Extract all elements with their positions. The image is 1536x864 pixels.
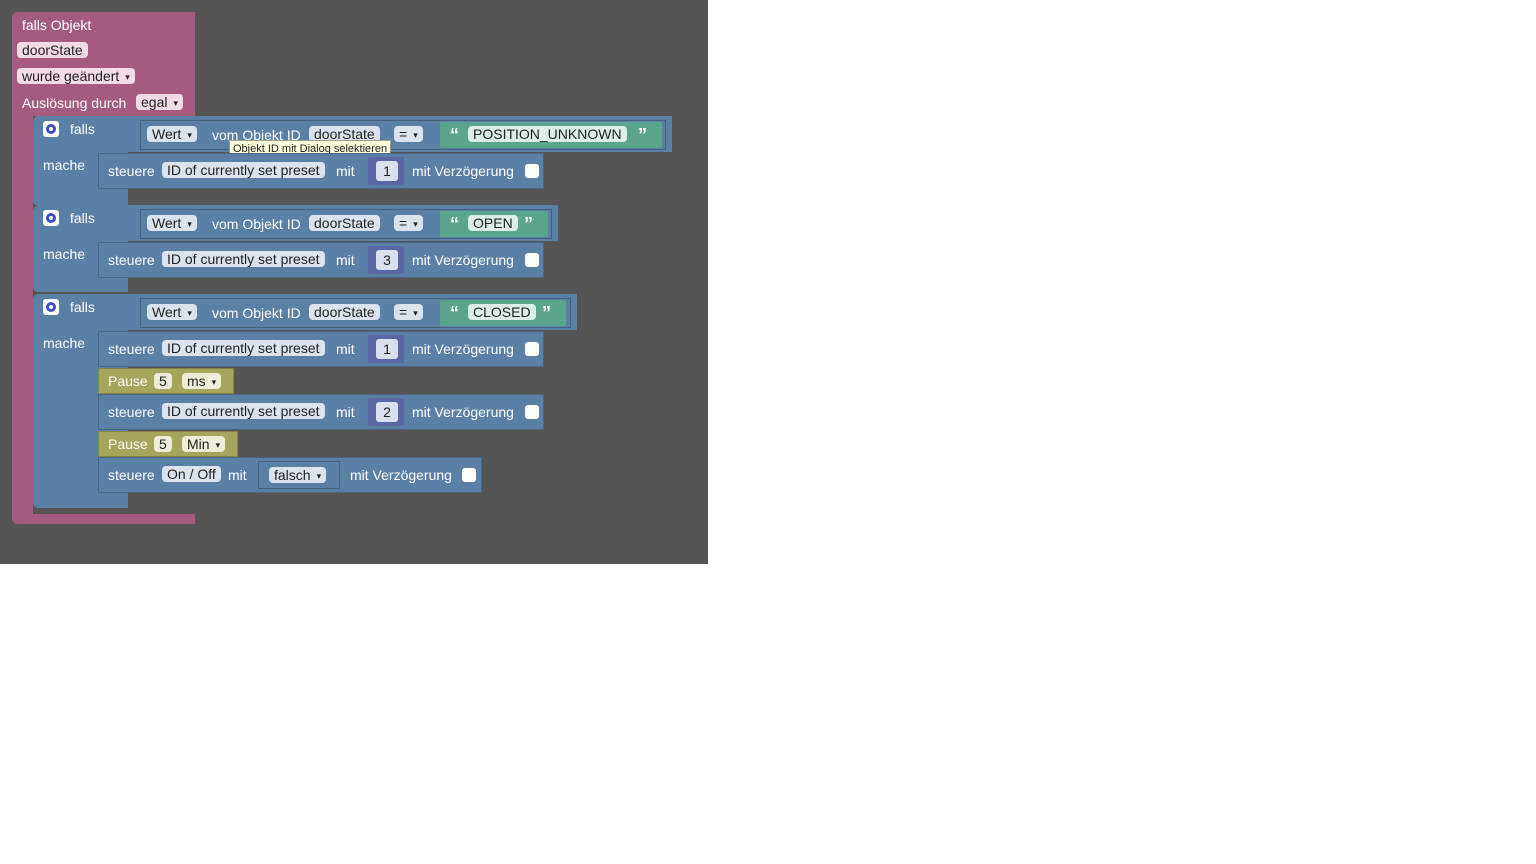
if-3-pause-2-label: Pause bbox=[108, 436, 148, 452]
if-1-action-1-mit: mit bbox=[336, 163, 355, 179]
if-3-action-3-boolean-dropdown[interactable]: falsch bbox=[269, 467, 327, 483]
if-2-close-quote-icon: ” bbox=[524, 214, 533, 234]
if-1-from-label: vom Objekt ID bbox=[212, 127, 301, 143]
if-3-action-3-target[interactable]: On / Off bbox=[162, 466, 221, 482]
if-3-action-2-mit: mit bbox=[336, 404, 355, 420]
if-2-open-quote-icon: “ bbox=[450, 214, 459, 234]
trigger-by-label: Auslösung durch bbox=[22, 95, 127, 111]
if-2-action-1-delay-label: mit Verzögerung bbox=[412, 252, 514, 268]
trigger-block-bottom bbox=[12, 514, 195, 524]
if-2-string-field[interactable]: OPEN bbox=[468, 215, 518, 231]
if-3-mache-label: mache bbox=[43, 335, 86, 351]
if-3-action-3-steuere: steuere bbox=[108, 467, 155, 483]
if-3-action-2-target[interactable]: ID of currently set preset bbox=[162, 403, 325, 419]
if-2-operator-dropdown[interactable]: = bbox=[394, 215, 423, 231]
if-2-from-label: vom Objekt ID bbox=[212, 216, 301, 232]
trigger-event-dropdown[interactable]: wurde geändert bbox=[17, 68, 135, 84]
if-3-close-quote-icon: ” bbox=[542, 303, 551, 323]
if-3-pause-1-unit-dropdown[interactable]: ms bbox=[182, 373, 222, 389]
if-1-action-1-steuere: steuere bbox=[108, 163, 155, 179]
if-3-operator-dropdown[interactable]: = bbox=[394, 304, 423, 320]
if-2-mache-label: mache bbox=[43, 246, 86, 262]
if-1-open-quote-icon: “ bbox=[450, 125, 459, 145]
if-3-open-quote-icon: “ bbox=[450, 303, 459, 323]
if-3-action-3-delay-checkbox[interactable] bbox=[462, 468, 476, 482]
if-3-action-1-target[interactable]: ID of currently set preset bbox=[162, 340, 325, 356]
if-2-object-field[interactable]: doorState bbox=[309, 215, 380, 231]
if-3-pause-2-unit-dropdown[interactable]: Min bbox=[182, 436, 226, 452]
if-3-action-1-delay-label: mit Verzögerung bbox=[412, 341, 514, 357]
if-1-falls-label: falls bbox=[70, 121, 95, 137]
if-3-compare-block[interactable] bbox=[140, 298, 571, 328]
if-1-string-field[interactable]: POSITION_UNKNOWN bbox=[468, 126, 627, 142]
if-3-action-3-delay-label: mit Verzögerung bbox=[350, 467, 452, 483]
if-3-action-2-delay-checkbox[interactable] bbox=[525, 405, 539, 419]
trigger-title: falls Objekt bbox=[22, 17, 92, 33]
if-1-action-1-number[interactable]: 1 bbox=[376, 161, 398, 181]
if-2-value-dropdown[interactable]: Wert bbox=[147, 215, 197, 231]
if-1-object-field[interactable]: doorState bbox=[309, 126, 380, 142]
if-1-action-1-delay-checkbox[interactable] bbox=[525, 164, 539, 178]
trigger-by-dropdown[interactable]: egal bbox=[136, 94, 183, 110]
if-2-action-1-mit: mit bbox=[336, 252, 355, 268]
if-2-falls-label: falls bbox=[70, 210, 95, 226]
if-3-action-1-mit: mit bbox=[336, 341, 355, 357]
if-3-falls-label: falls bbox=[70, 299, 95, 315]
if-2-action-1-number[interactable]: 3 bbox=[376, 250, 398, 270]
if-3-action-3-mit: mit bbox=[228, 467, 247, 483]
trigger-object-id-field[interactable]: doorState bbox=[17, 42, 88, 58]
if-3-value-dropdown[interactable]: Wert bbox=[147, 304, 197, 320]
if-3-pause-2-amount[interactable]: 5 bbox=[154, 436, 172, 452]
if-1-settings-gear-icon[interactable] bbox=[43, 121, 59, 137]
if-1-value-dropdown[interactable]: Wert bbox=[147, 126, 197, 142]
blockly-workspace[interactable]: falls Objekt doorState wurde geändert Au… bbox=[0, 0, 708, 564]
if-1-action-1-target[interactable]: ID of currently set preset bbox=[162, 162, 325, 178]
if-1-close-quote-icon: ” bbox=[638, 125, 647, 145]
if-1-compare-block[interactable] bbox=[140, 120, 666, 150]
if-3-settings-gear-icon[interactable] bbox=[43, 299, 59, 315]
if-2-compare-block[interactable] bbox=[140, 209, 552, 239]
if-2-action-1-target[interactable]: ID of currently set preset bbox=[162, 251, 325, 267]
if-2-settings-gear-icon[interactable] bbox=[43, 210, 59, 226]
if-2-action-1-delay-checkbox[interactable] bbox=[525, 253, 539, 267]
trigger-block-spine bbox=[12, 116, 33, 516]
if-1-action-1-delay-label: mit Verzögerung bbox=[412, 163, 514, 179]
if-3-from-label: vom Objekt ID bbox=[212, 305, 301, 321]
if-1-operator-dropdown[interactable]: = bbox=[394, 126, 423, 142]
if-3-action-1-steuere: steuere bbox=[108, 341, 155, 357]
if-3-action-3-boolean-block[interactable] bbox=[258, 461, 340, 489]
if-3-action-2-delay-label: mit Verzögerung bbox=[412, 404, 514, 420]
if-3-object-field[interactable]: doorState bbox=[309, 304, 380, 320]
if-3-string-field[interactable]: CLOSED bbox=[468, 304, 536, 320]
if-3-action-1-number[interactable]: 1 bbox=[376, 339, 398, 359]
if-3-pause-1-label: Pause bbox=[108, 373, 148, 389]
if-3-action-2-number[interactable]: 2 bbox=[376, 402, 398, 422]
if-3-action-2-steuere: steuere bbox=[108, 404, 155, 420]
if-3-pause-1-amount[interactable]: 5 bbox=[154, 373, 172, 389]
if-2-action-1-steuere: steuere bbox=[108, 252, 155, 268]
if-3-action-1-delay-checkbox[interactable] bbox=[525, 342, 539, 356]
if-1-mache-label: mache bbox=[43, 157, 86, 173]
